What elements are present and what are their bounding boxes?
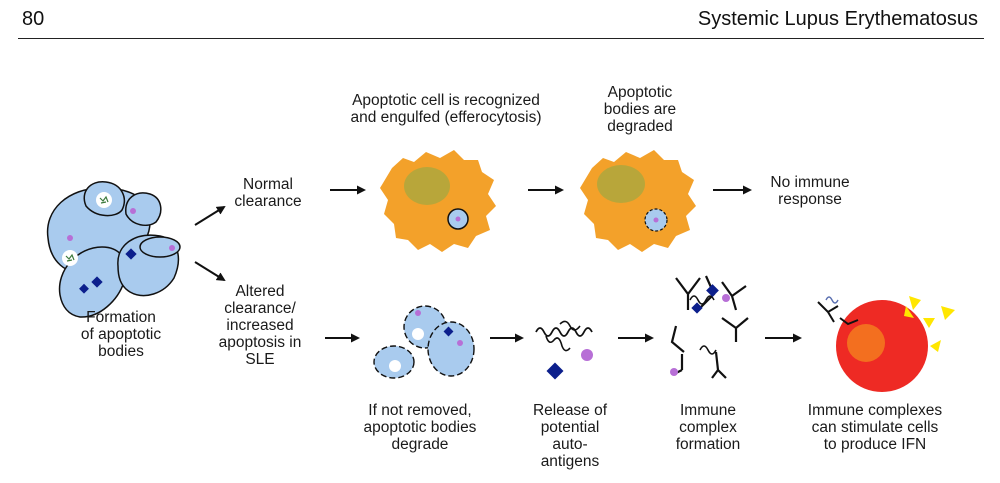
label-degraded: Apoptotic bodies are degraded xyxy=(603,84,677,135)
autoantigen-dot xyxy=(169,245,175,251)
nucleus-fragment xyxy=(412,328,424,340)
degrading-body xyxy=(427,321,475,377)
dna-strand xyxy=(689,295,715,305)
label-recognized: Apoptotic cell is recognized and engulfe… xyxy=(350,92,542,126)
running-title: Systemic Lupus Erythematosus xyxy=(697,8,978,30)
macrophage-nucleus xyxy=(404,167,450,205)
ifn-triangle xyxy=(904,306,914,318)
stimulated-cell-nucleus xyxy=(847,324,885,362)
apoptotic-body-topright xyxy=(125,192,162,227)
antibody xyxy=(670,325,685,353)
receptor-bound-complex xyxy=(817,301,859,326)
label-formation: Formation of apoptotic bodies xyxy=(80,309,162,360)
autoantigen-dot xyxy=(457,340,463,346)
dna-fragment-icon xyxy=(65,253,75,262)
dna-strand xyxy=(699,345,717,355)
macrophage-degrading xyxy=(580,150,696,252)
macrophage-nucleus xyxy=(597,165,645,203)
dna-fragment-icon xyxy=(99,195,109,204)
dna-strand xyxy=(825,296,839,304)
autoantigen-dot xyxy=(581,349,593,361)
autoantigen-diamond xyxy=(79,283,89,294)
label-altered-clearance: Altered clearance/ increased apoptosis i… xyxy=(218,283,302,368)
dna-strand xyxy=(545,335,571,352)
ifn-triangle xyxy=(923,318,935,328)
label-stimulate: Immune complexes can stimulate cells to … xyxy=(807,402,943,453)
autoantigen-dot xyxy=(67,235,73,241)
label-no-response: No immune response xyxy=(770,174,850,208)
antibody xyxy=(711,351,727,379)
autoantigen-diamond xyxy=(706,284,719,297)
arrow-to-altered xyxy=(194,261,226,282)
macrophage-body xyxy=(580,150,696,252)
ifn-triangle xyxy=(941,306,955,320)
antibody xyxy=(721,281,747,311)
antibody xyxy=(721,317,749,342)
nucleus-fragment xyxy=(389,360,401,372)
degrading-apoptotic-bodies xyxy=(373,305,475,379)
autoantigen-dot xyxy=(722,294,730,302)
autoantigen-diamond xyxy=(443,326,454,337)
label-release: Release of potential auto- antigens xyxy=(532,402,608,470)
ifn-triangle xyxy=(930,340,941,352)
page-number: 80 xyxy=(22,8,45,30)
header-rule xyxy=(18,38,984,39)
autoantigen-diamond xyxy=(691,302,703,314)
released-autoantigens xyxy=(535,320,593,380)
pathway-arrows xyxy=(194,185,802,343)
dna-strand xyxy=(559,320,581,331)
label-normal-clearance: Normal clearance xyxy=(234,176,302,210)
apoptotic-body-small xyxy=(139,236,181,258)
dna-strand xyxy=(535,327,593,337)
arrow-to-normal xyxy=(194,205,226,226)
antibody xyxy=(675,277,701,310)
label-immune-complex: Immune complex formation xyxy=(675,402,741,453)
macrophage-engulfing xyxy=(380,150,496,252)
apoptotic-bodies-cluster xyxy=(46,181,181,318)
autoantigen-dot xyxy=(670,368,678,376)
label-not-removed: If not removed, apoptotic bodies degrade xyxy=(363,402,477,453)
autoantigen-dot xyxy=(130,208,136,214)
autoantigen-diamond xyxy=(546,362,564,380)
autoantigen-dot xyxy=(653,217,659,223)
ifn-producing-cell xyxy=(817,296,955,392)
autoantigen-dot xyxy=(455,216,461,222)
autoantigen-dot xyxy=(415,310,421,316)
ifn-triangle xyxy=(909,296,921,310)
